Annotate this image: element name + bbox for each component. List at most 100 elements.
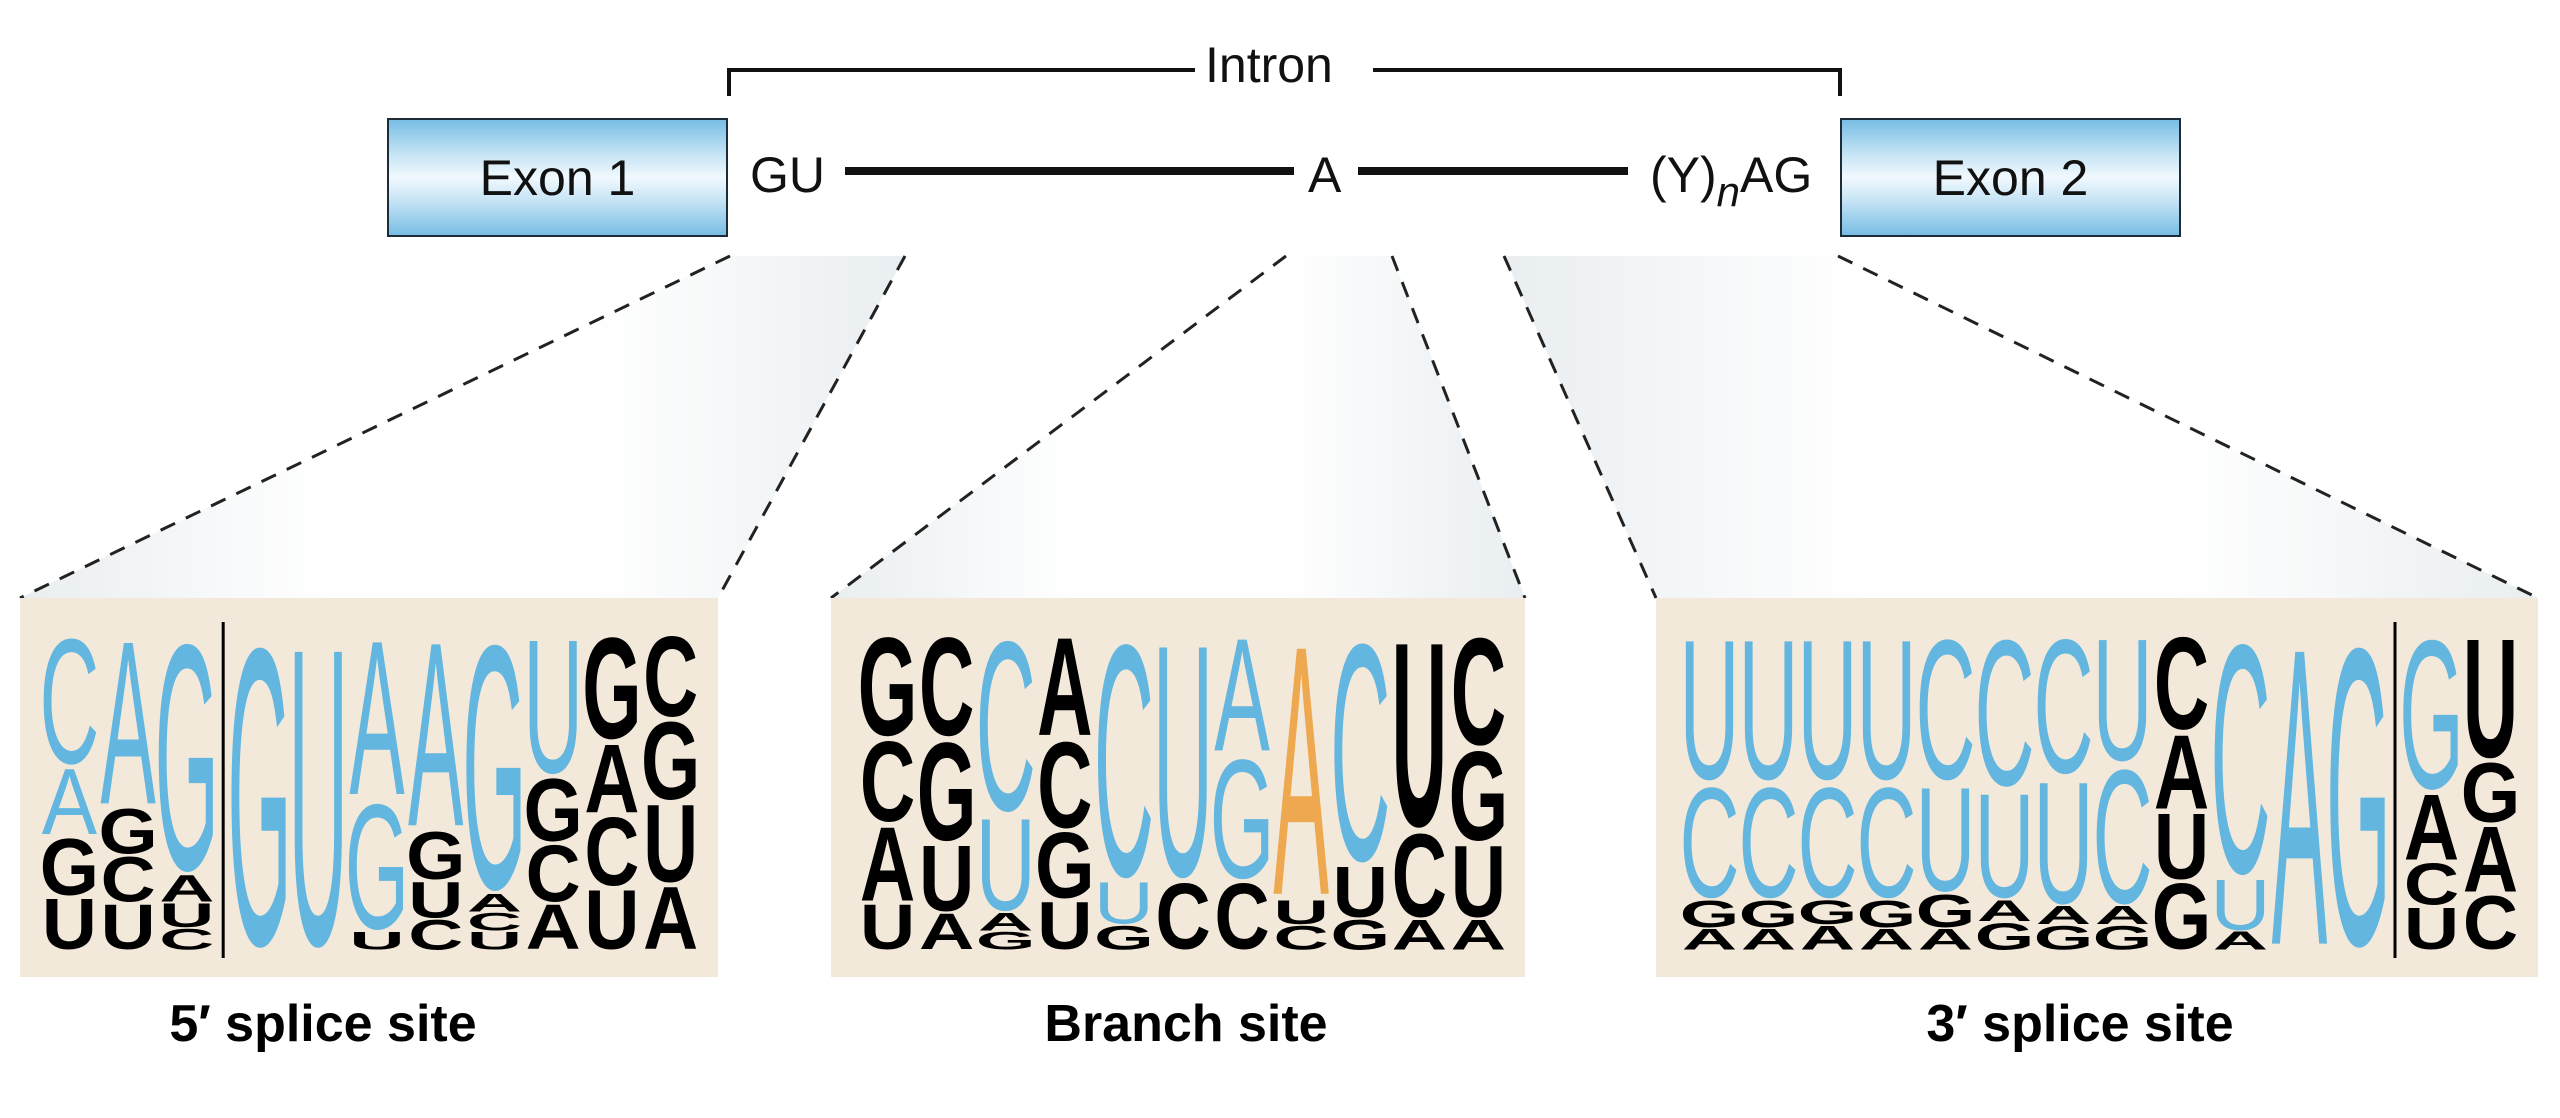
- logo-letter-a: A: [2036, 901, 2091, 930]
- logo-letter-c: C: [1273, 919, 1328, 957]
- logo-letter-a: A: [1682, 923, 1737, 956]
- logo-panel-five-prime: [20, 598, 718, 977]
- exon-2-box: Exon 2: [1840, 118, 2181, 237]
- logo-letter-u: U: [42, 884, 97, 965]
- logo-letter-u: U: [523, 601, 583, 814]
- fan-branch: [831, 256, 1525, 598]
- logo-letter-g: G: [2461, 746, 2521, 840]
- logo-letter-g: G: [582, 609, 641, 769]
- logo-letter-u: U: [1451, 825, 1506, 939]
- logo-letter-c: C: [1392, 811, 1447, 943]
- logo-letter-g: G: [2034, 919, 2094, 957]
- logo-letter-g: G: [227, 559, 291, 1034]
- fan-three-prime: [1504, 256, 2538, 598]
- logo-letter-c: C: [2092, 732, 2152, 945]
- logo-letter-a: A: [643, 868, 698, 968]
- logo-letter-u: U: [159, 897, 214, 934]
- logo-letter-u: U: [408, 871, 463, 928]
- dash-line: [830, 254, 1287, 600]
- logo-letter-c: C: [1974, 597, 2034, 829]
- logo-letter-g: G: [1680, 892, 1740, 935]
- logo-letter-g: G: [858, 608, 918, 764]
- logo-letter-g: G: [917, 713, 977, 869]
- logo-letter-a: A: [1918, 923, 1973, 956]
- logo-letter-c: C: [39, 603, 99, 802]
- logo-letter-a: A: [1037, 608, 1092, 764]
- logo-letter-c: C: [101, 843, 156, 915]
- logo-letter-a: A: [584, 724, 639, 833]
- logo-letter-c: C: [1856, 754, 1916, 930]
- logo-letter-u: U: [1094, 870, 1154, 936]
- logo-letter-g: G: [345, 768, 409, 967]
- logo-letter-u: U: [101, 891, 156, 963]
- dash-line: [19, 254, 731, 600]
- logo-letter-g: G: [1916, 886, 1976, 938]
- logo-letter-c: C: [860, 718, 915, 846]
- logo-letter-u: U: [1333, 852, 1388, 932]
- branch-a-label: A: [1308, 147, 1342, 203]
- logo-letter-g: G: [1975, 915, 2035, 958]
- logo-letter-g: G: [976, 927, 1036, 956]
- logo-letter-g: G: [2326, 559, 2391, 1034]
- logo-letter-a: A: [408, 589, 463, 882]
- logo-letter-u: U: [1392, 589, 1447, 882]
- logo-letter-c: C: [2210, 577, 2270, 942]
- logo-letter-a: A: [1451, 912, 1506, 959]
- donor-gu-label: GU: [750, 147, 825, 203]
- logo-letter-c: C: [976, 592, 1036, 862]
- logo-letter-c: C: [467, 908, 522, 936]
- logo-letter-g: G: [406, 819, 465, 894]
- logo-letter-c: C: [159, 923, 214, 956]
- logo-letter-c: C: [1451, 606, 1506, 777]
- logo-panel-three-prime: [1656, 598, 2538, 977]
- logo-letter-a: A: [1214, 606, 1270, 786]
- logo-letter-g: G: [155, 577, 219, 937]
- three-prime-site-label: 3′ splice site: [1926, 995, 2234, 1053]
- logo-letter-c: C: [526, 828, 581, 918]
- logo-letter-a: A: [467, 889, 522, 917]
- logo-letter-u: U: [1915, 757, 1975, 922]
- logo-letter-c: C: [1797, 754, 1857, 930]
- logo-letter-a: A: [100, 594, 155, 854]
- logo-letter-c: C: [1214, 866, 1269, 970]
- logo-letter-a: A: [1392, 912, 1447, 959]
- logo-letter-c: C: [2033, 601, 2093, 814]
- logo-letter-u: U: [1153, 578, 1213, 947]
- dash-line: [1837, 254, 2539, 600]
- logo-letter-g: G: [98, 796, 157, 868]
- logo-letter-u: U: [349, 927, 404, 955]
- logo-letter-a: A: [919, 903, 974, 960]
- logo-letter-g: G: [1210, 725, 1275, 914]
- logo-letter-a: A: [1273, 572, 1329, 970]
- logo-letter-g: G: [1739, 892, 1799, 935]
- logo-letter-c: C: [1037, 716, 1092, 854]
- logo-letter-a: A: [2095, 901, 2150, 930]
- logo-letter-c: C: [408, 912, 463, 959]
- logo-letter-g: G: [1094, 919, 1154, 957]
- logo-letter-c: C: [919, 608, 974, 764]
- logo-letter-g: G: [1449, 726, 1509, 868]
- acceptor-ag: AG: [1740, 147, 1813, 203]
- exon-1-label: Exon 1: [479, 149, 636, 206]
- logo-letter-c: C: [2404, 851, 2459, 918]
- logo-letter-g: G: [1330, 912, 1390, 959]
- dash-line: [716, 255, 907, 599]
- logo-letter-u: U: [2033, 746, 2093, 940]
- logo-letter-a: A: [1859, 923, 1914, 956]
- logo-letter-c: C: [1679, 754, 1739, 930]
- branch-site-label: Branch site: [1044, 995, 1328, 1053]
- logo-letter-g: G: [1035, 815, 1095, 919]
- logo-letter-a: A: [860, 804, 915, 923]
- logo-panel-branch: [831, 598, 1525, 977]
- logo-letter-a: A: [159, 867, 214, 910]
- logo-letter-a: A: [526, 891, 581, 963]
- logo-letter-a: A: [349, 595, 404, 841]
- logo-letter-a: A: [2154, 712, 2209, 831]
- logo-letter-c: C: [2154, 610, 2209, 757]
- logo-letter-g: G: [1857, 892, 1917, 935]
- logo-letter-c: C: [1915, 600, 1975, 822]
- logo-letter-u: U: [467, 927, 522, 955]
- logo-letter-a: A: [1800, 919, 1855, 957]
